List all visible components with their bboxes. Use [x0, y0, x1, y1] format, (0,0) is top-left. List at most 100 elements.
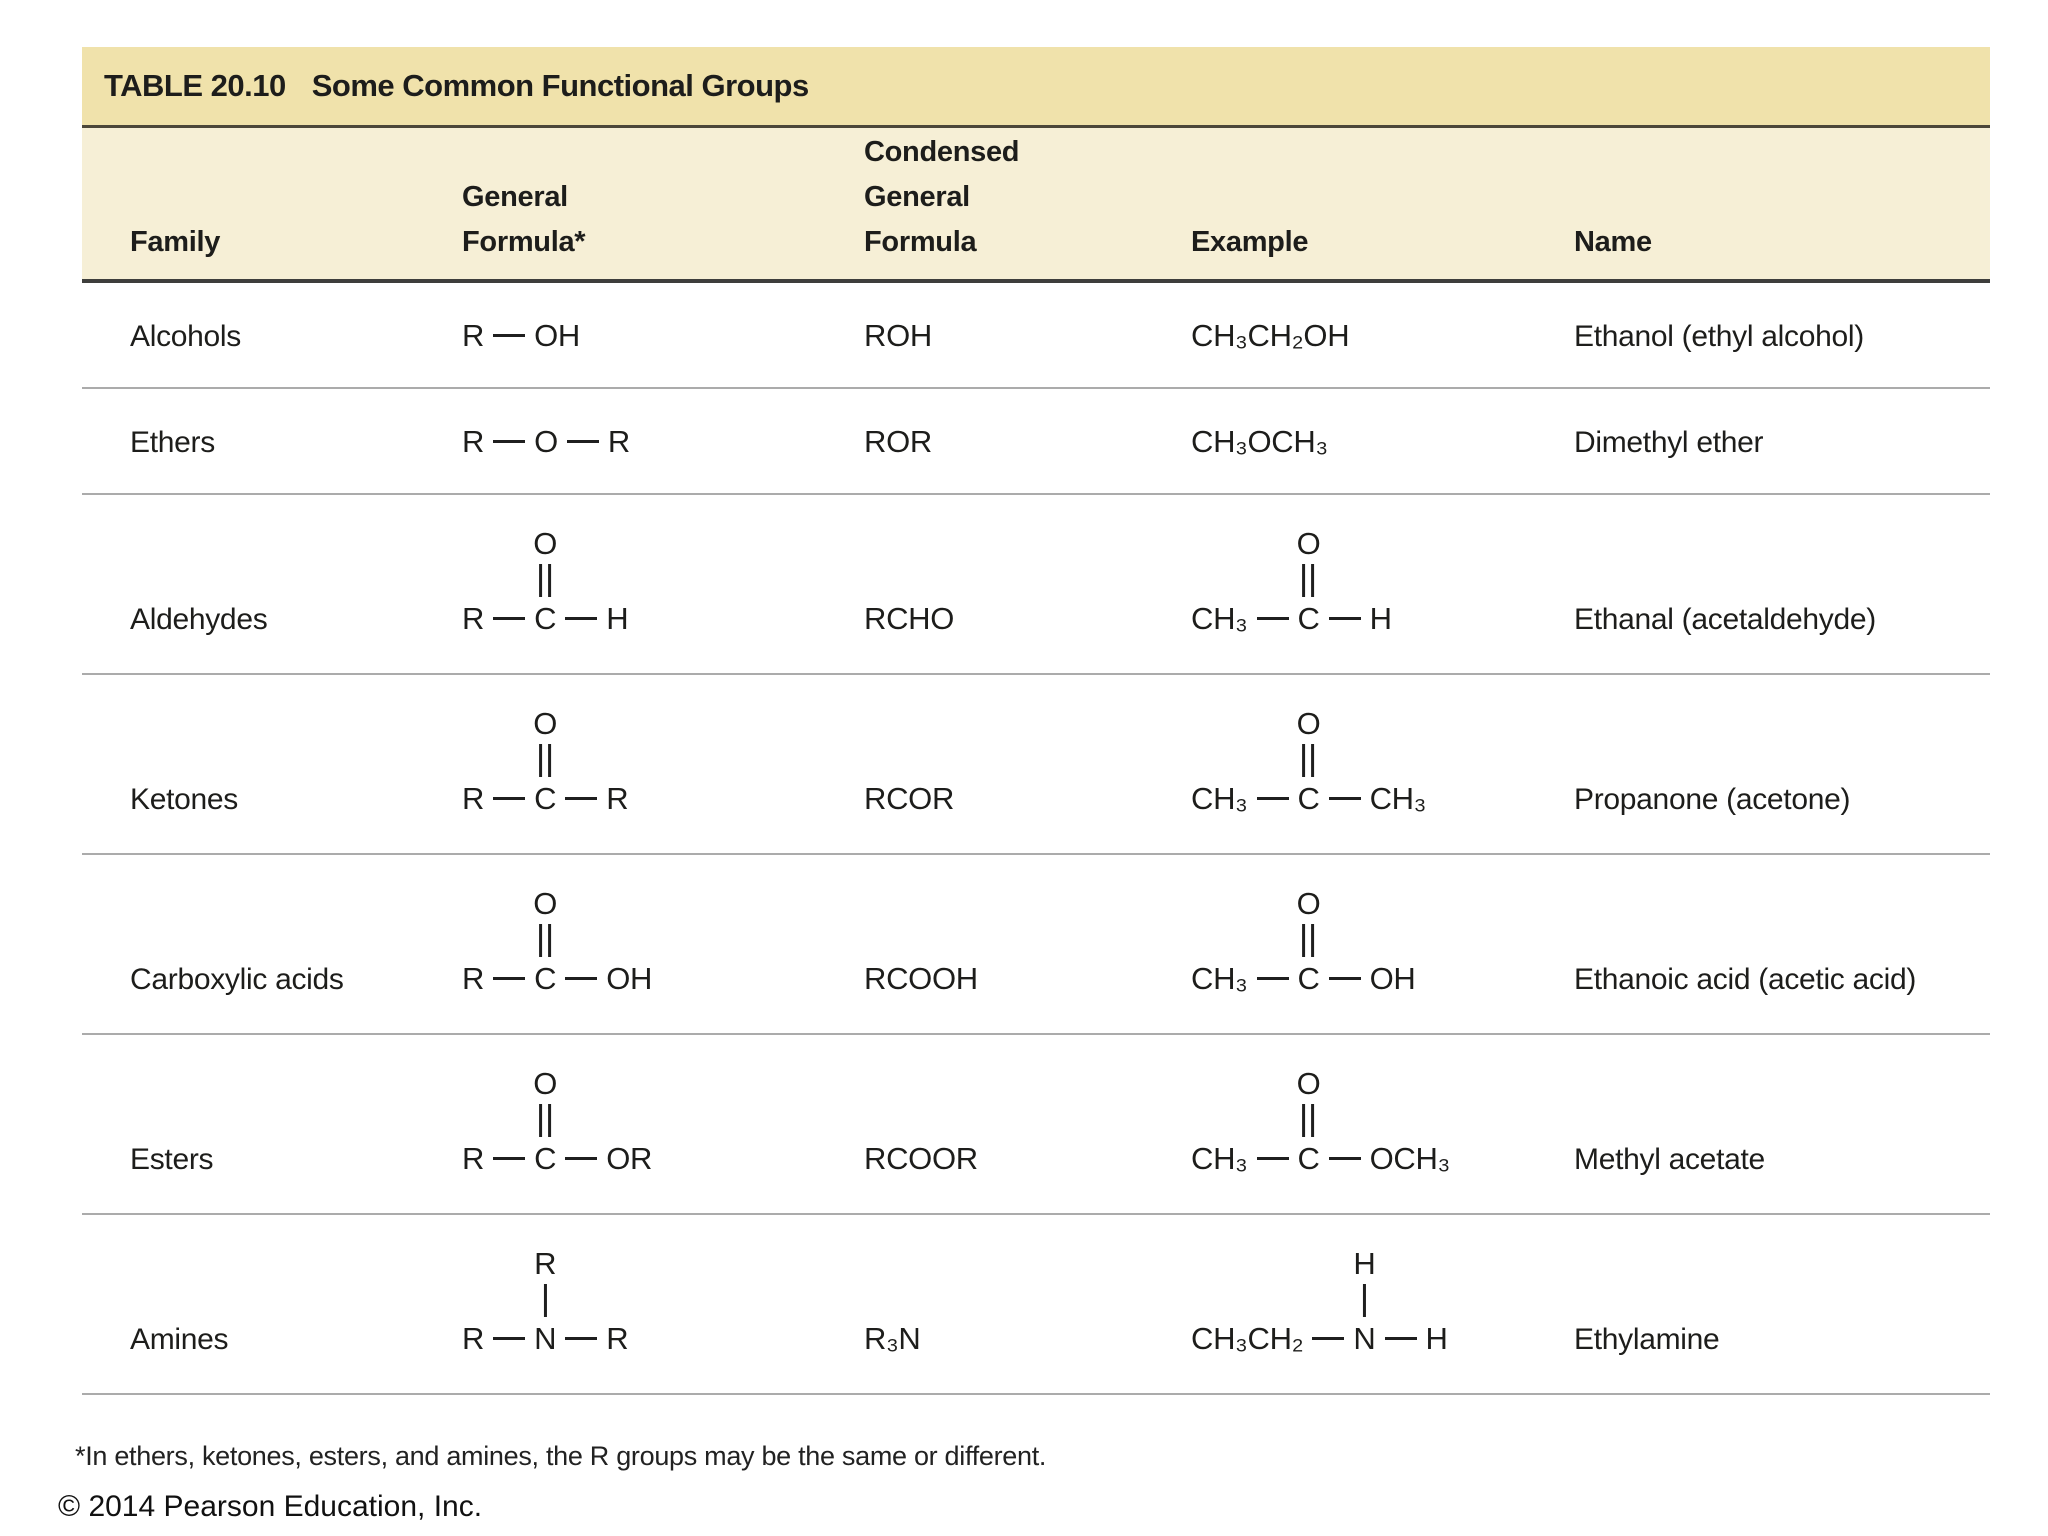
family-cell: Amines	[130, 1322, 229, 1356]
branch-above: R	[534, 1246, 557, 1318]
table-number: TABLE 20.10	[104, 68, 286, 103]
branch-above: O	[1296, 526, 1321, 598]
atom-group: H	[606, 601, 629, 637]
top-atom: O	[533, 706, 558, 742]
atom-group: OR	[606, 1141, 653, 1177]
column-header: Condensed General Formula	[864, 136, 1020, 259]
functional-groups-table: TABLE 20.10 Some Common Functional Group…	[82, 47, 1990, 1395]
single-bond	[1328, 1157, 1361, 1161]
name-cell: Ethanal (acetaldehyde)	[1574, 602, 1876, 636]
condensed-formula-cell: ROR	[864, 424, 932, 460]
condensed-formula-cell: R₃N	[864, 1321, 921, 1357]
example-cell: CH₃CH₂OH	[1177, 318, 1570, 354]
top-atom: O	[533, 886, 558, 922]
double-bond	[1302, 1104, 1315, 1138]
family-cell: Ethers	[130, 425, 215, 459]
branch-above: O	[533, 886, 558, 958]
top-atom: O	[533, 1066, 558, 1102]
atom-group: OH	[534, 318, 580, 354]
example-cell: CH₃OCH₃	[1177, 424, 1570, 460]
single-bond	[1328, 797, 1361, 801]
single-bond	[493, 334, 526, 338]
top-atom: R	[534, 1246, 557, 1282]
single-bond	[565, 977, 598, 981]
atom-group: H	[1369, 601, 1392, 637]
single-bond	[1312, 1337, 1345, 1341]
top-atom: O	[1296, 706, 1321, 742]
atom-group: O	[534, 424, 558, 460]
single-bond	[493, 617, 526, 621]
branch-above: O	[1297, 888, 1321, 958]
atom-group: H	[1425, 1321, 1448, 1357]
double-bond	[1302, 924, 1315, 958]
double-bond	[1302, 564, 1315, 598]
atom-group: R	[462, 318, 485, 354]
branch-above: O	[1296, 706, 1321, 778]
single-bond	[493, 797, 526, 801]
atom-group: OH	[1369, 961, 1416, 997]
copyright-notice: © 2014 Pearson Education, Inc.	[58, 1490, 483, 1523]
top-atom: O	[1296, 526, 1321, 562]
double-bond	[539, 744, 552, 778]
family-cell: Aldehydes	[130, 602, 268, 636]
single-bond	[493, 440, 526, 444]
branch-above: O	[1297, 1068, 1321, 1138]
atom-group: CH₃	[1191, 961, 1248, 997]
column-header: General Formula*	[462, 181, 586, 259]
single-bond	[1256, 1157, 1289, 1161]
atom-group: CH₃	[1191, 1141, 1248, 1177]
column-header: Family	[130, 226, 221, 259]
condensed-formula-cell: RCOOR	[864, 1141, 978, 1177]
name-cell: Ethanoic acid (acetic acid)	[1574, 962, 1917, 996]
single-bond	[1384, 1337, 1417, 1341]
top-atom: O	[533, 526, 558, 562]
single-bond	[1256, 977, 1289, 981]
branch-above: O	[533, 526, 558, 598]
family-cell: Esters	[130, 1142, 214, 1176]
column-header: Example	[1191, 226, 1309, 259]
table-footnote: *In ethers, ketones, esters, and amines,…	[75, 1441, 1047, 1471]
name-cell: Ethylamine	[1574, 1322, 1720, 1356]
name-cell: Propanone (acetone)	[1574, 782, 1851, 816]
name-cell: Dimethyl ether	[1574, 425, 1764, 459]
bond-line-formula: R OH	[462, 320, 580, 351]
formula-text: CH₃OCH₃	[1191, 424, 1328, 460]
atom-group: R	[606, 1321, 629, 1357]
single-bond-vertical	[543, 1284, 547, 1318]
table-title: Some Common Functional Groups	[311, 68, 810, 103]
atom-group: R	[462, 1321, 485, 1357]
atom-group: R	[607, 424, 631, 460]
atom-group: R	[462, 781, 485, 817]
atom-group: CH₃	[1191, 781, 1248, 817]
family-cell: Carboxylic acids	[130, 962, 344, 996]
